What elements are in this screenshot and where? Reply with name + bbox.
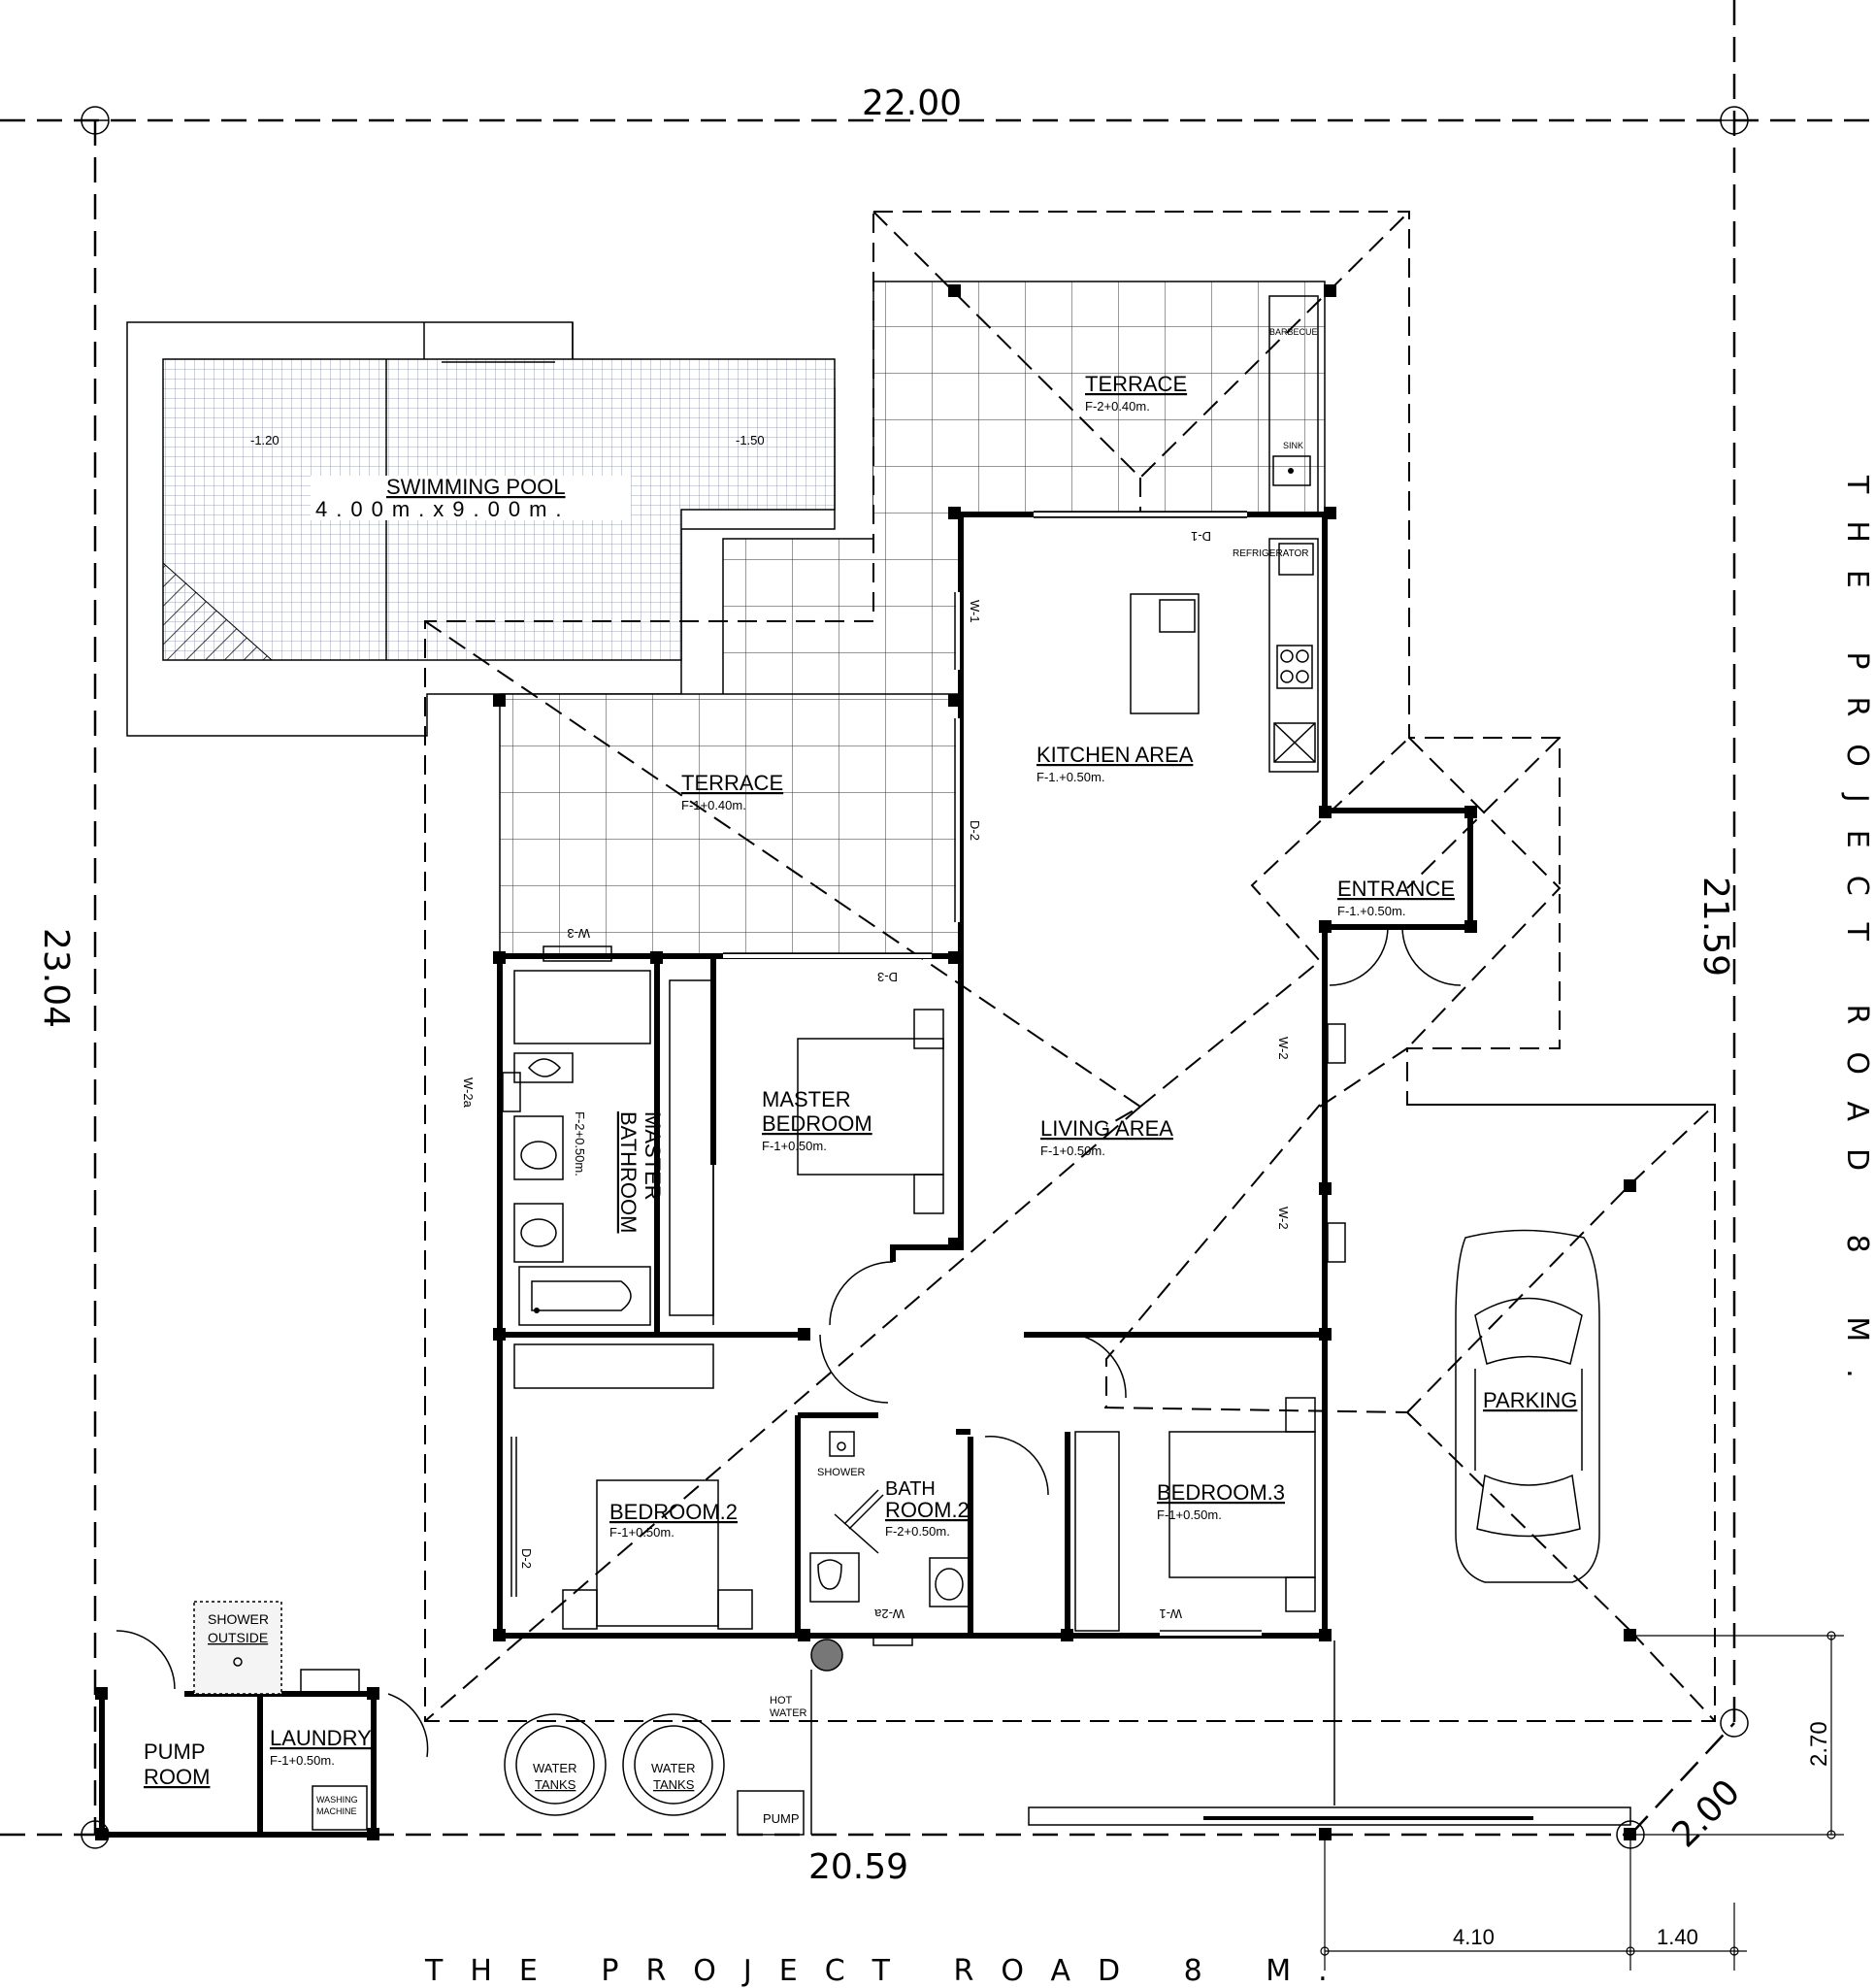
master-bathroom-level: F-2+0.50m. xyxy=(573,1111,587,1176)
master-suite-fixtures xyxy=(513,970,944,1389)
washing-machine-line2: MACHINE xyxy=(316,1806,357,1816)
w2a-master-label: W-2a xyxy=(461,1077,476,1109)
service-area xyxy=(193,1601,1631,1836)
water-tank-2-line1: WATER xyxy=(651,1761,696,1775)
road-label-right: THE PROJECT ROAD 8 M. xyxy=(1840,475,1874,1406)
master-bedroom-level: F-1+0.50m. xyxy=(762,1139,827,1153)
w3-label: W-3 xyxy=(567,926,590,941)
pump-room-line1: PUMP xyxy=(144,1740,206,1764)
road-label-bottom: THE PROJECT ROAD 8 M. xyxy=(424,1954,1355,1988)
swimming-pool xyxy=(126,321,836,737)
sink-label: SINK xyxy=(1283,441,1303,450)
roof-outline xyxy=(424,211,1716,1722)
bedroom2-fixtures xyxy=(510,1437,753,1630)
shower-outside-line2: OUTSIDE xyxy=(208,1630,268,1645)
parking-name: PARKING xyxy=(1483,1388,1577,1412)
barbecue-label: BARBECUE xyxy=(1269,327,1318,337)
entrance-name: ENTRANCE xyxy=(1337,877,1455,901)
bedroom3-fixtures xyxy=(1074,1397,1316,1632)
d2-bed2-label: D-2 xyxy=(519,1548,534,1569)
d1-label: D-1 xyxy=(1191,529,1211,544)
kitchen-fixtures xyxy=(1130,295,1319,773)
dim-right-depth: 21.59 xyxy=(1695,877,1735,977)
dim-corner-diag: 2.00 xyxy=(1664,1773,1748,1856)
master-bathroom-line1: MASTER xyxy=(641,1111,665,1201)
w2-upper-label: W-2 xyxy=(1276,1037,1291,1060)
pool-size: 4.00m.x9.00m. xyxy=(315,497,571,521)
terrace-top-level: F-2+0.40m. xyxy=(1085,399,1150,414)
master-bedroom-line1: MASTER xyxy=(762,1087,851,1111)
laundry-name: LAUNDRY xyxy=(270,1726,372,1750)
master-bedroom-line2: BEDROOM xyxy=(762,1111,872,1136)
dim-left-depth: 23.04 xyxy=(36,928,76,1028)
kitchen-name: KITCHEN AREA xyxy=(1036,743,1194,767)
bedroom3-level: F-1+0.50m. xyxy=(1157,1508,1222,1522)
dim-bottom-seg-right: 1.40 xyxy=(1657,1925,1698,1949)
bedroom2-level: F-1+0.50m. xyxy=(609,1525,674,1540)
bedroom2-name: BEDROOM.2 xyxy=(609,1500,738,1524)
dim-bottom-seg-left: 4.10 xyxy=(1453,1925,1495,1949)
bathroom2-line1: BATH xyxy=(885,1478,936,1500)
w2-lower-label: W-2 xyxy=(1276,1207,1291,1230)
terrace-mid-level: F-1+0.40m. xyxy=(681,798,746,812)
entrance-level: F-1.+0.50m. xyxy=(1337,904,1405,918)
living-name: LIVING AREA xyxy=(1040,1116,1173,1141)
bathroom2-line2: ROOM.2 xyxy=(885,1498,970,1522)
hot-water-line2: WATER xyxy=(770,1707,807,1719)
shower-outside-line1: SHOWER xyxy=(208,1611,269,1627)
bathroom2-fixtures xyxy=(809,1431,971,1607)
dim-top-width: 22.00 xyxy=(862,83,962,123)
refrigerator-label: REFRIGERATOR xyxy=(1233,548,1309,559)
washing-machine-line1: WASHING xyxy=(316,1795,358,1805)
dimension-lines xyxy=(1320,1631,1844,1971)
w1-kitchen-label: W-1 xyxy=(968,600,982,623)
hot-water-line1: HOT xyxy=(770,1695,793,1706)
pump-label: PUMP xyxy=(763,1811,800,1826)
living-level: F-1+0.50m. xyxy=(1040,1143,1105,1158)
pool-depth-right: -1.50 xyxy=(736,433,765,447)
pool-depth-left: -1.20 xyxy=(250,433,280,447)
car-outline xyxy=(1455,1229,1600,1583)
d3-label: D-3 xyxy=(877,970,898,984)
w1-bed3-label: W-1 xyxy=(1159,1607,1182,1621)
door-swings xyxy=(115,511,1462,1758)
dim-right-offset: 2.70 xyxy=(1806,1721,1832,1767)
kitchen-level: F-1.+0.50m. xyxy=(1036,770,1104,784)
dim-bottom-width: 20.59 xyxy=(808,1847,908,1887)
shower-label: SHOWER xyxy=(817,1467,866,1478)
terrace-top-name: TERRACE xyxy=(1085,372,1187,396)
bathroom2-level: F-2+0.50m. xyxy=(885,1524,950,1539)
d2-kitchen-label: D-2 xyxy=(968,820,982,841)
w2a-bath2-label: W-2a xyxy=(873,1607,905,1621)
laundry-level: F-1+0.50m. xyxy=(270,1753,335,1768)
water-tank-1-line1: WATER xyxy=(533,1761,577,1775)
water-tank-1-line2: TANKS xyxy=(535,1777,576,1792)
water-tank-2-line2: TANKS xyxy=(653,1777,695,1792)
master-bathroom-line2: BATHROOM xyxy=(616,1111,641,1233)
columns xyxy=(95,284,1636,1840)
bedroom3-name: BEDROOM.3 xyxy=(1157,1480,1285,1505)
pump-room-line2: ROOM xyxy=(144,1765,210,1789)
terrace-tiles xyxy=(499,281,1326,957)
terrace-mid-name: TERRACE xyxy=(681,771,783,795)
pool-title: SWIMMING POOL xyxy=(386,475,566,499)
